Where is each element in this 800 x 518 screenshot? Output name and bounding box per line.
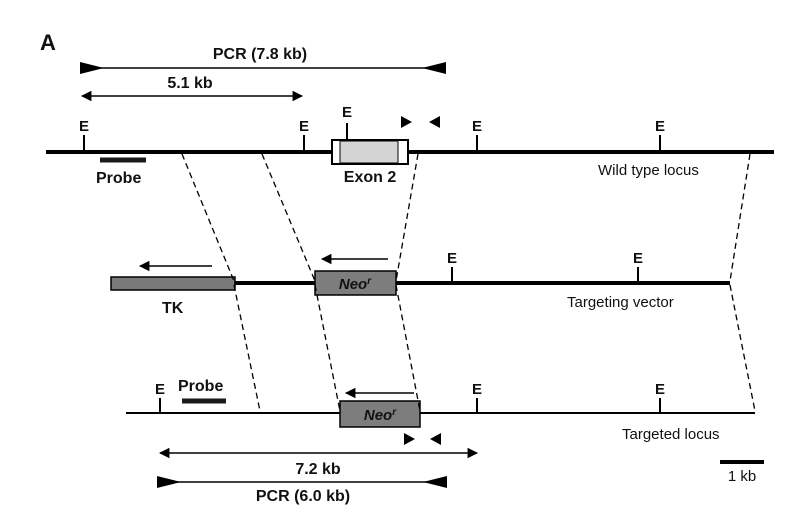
svg-text:E: E <box>633 250 643 267</box>
dist-bottom-label: 7.2 kb <box>295 461 341 478</box>
primer-reverse-tl-icon <box>430 433 441 445</box>
homology-dash-2 <box>261 153 316 282</box>
neo-label-targeted: Neor <box>364 407 397 425</box>
pcr-top-label: PCR (7.8 kb) <box>213 46 307 63</box>
svg-text:E: E <box>655 118 665 135</box>
neo-label-vector: Neor <box>339 276 372 294</box>
neo-box-targeted <box>339 400 421 428</box>
panel-label: A <box>40 30 56 55</box>
svg-text:E: E <box>472 118 482 135</box>
primer-reverse-wt-icon <box>429 116 440 128</box>
dist-top-label: 5.1 kb <box>167 75 213 92</box>
site-e-tv-2: E <box>633 250 643 281</box>
homology-dash-4 <box>729 153 751 282</box>
site-e-wt-5: E <box>655 118 665 150</box>
svg-text:E: E <box>299 118 309 135</box>
tk-label: TK <box>162 300 184 317</box>
homology-dash-5 <box>233 284 261 412</box>
homology-dash-3 <box>395 153 419 282</box>
primer-left-icon <box>80 62 104 74</box>
homology-dash-6 <box>314 284 341 412</box>
site-e-wt-4: E <box>472 118 482 150</box>
primer-right-icon <box>422 62 446 74</box>
site-e-wt-1: E <box>79 118 89 150</box>
site-e-tl-2: E <box>472 381 482 412</box>
primer-bottom-right-icon <box>423 476 447 488</box>
scale-label: 1 kb <box>728 468 756 485</box>
svg-text:E: E <box>155 381 165 398</box>
wild-type-label: Wild type locus <box>598 162 699 179</box>
homology-dash-1 <box>181 153 235 282</box>
neo-box-vector <box>314 270 397 296</box>
primer-forward-tl-icon <box>404 433 415 445</box>
probe-label-top: Probe <box>96 170 141 187</box>
svg-text:E: E <box>447 250 457 267</box>
probe-label-bottom: Probe <box>178 378 223 395</box>
svg-text:E: E <box>79 118 89 135</box>
site-e-tv-1: E <box>447 250 457 281</box>
pcr-bottom-label: PCR (6.0 kb) <box>256 488 350 505</box>
site-e-wt-2: E <box>299 118 309 150</box>
homology-dash-7 <box>395 284 421 412</box>
svg-text:E: E <box>342 104 352 121</box>
homology-dash-8 <box>729 284 756 412</box>
exon2-fill <box>339 140 399 164</box>
tk-box <box>110 276 236 291</box>
svg-text:E: E <box>472 381 482 398</box>
site-e-wt-3: E <box>342 104 352 139</box>
exon2-label: Exon 2 <box>344 169 397 186</box>
site-e-tl-3: E <box>655 381 665 412</box>
site-e-tl-1: E <box>155 381 165 412</box>
targeting-vector-label: Targeting vector <box>567 294 674 311</box>
svg-text:E: E <box>655 381 665 398</box>
primer-bottom-left-icon <box>157 476 181 488</box>
targeted-locus-label: Targeted locus <box>622 426 720 443</box>
primer-forward-wt-icon <box>401 116 412 128</box>
